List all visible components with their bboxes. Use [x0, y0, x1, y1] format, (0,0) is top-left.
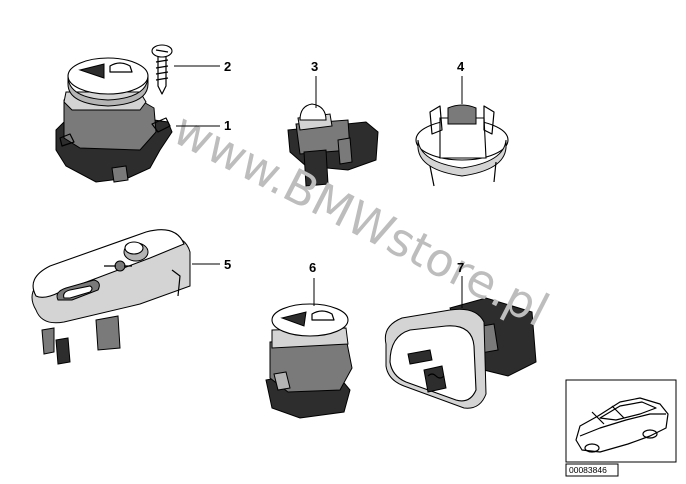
part-4-bulb-holder — [415, 104, 509, 187]
callout-1: 1 — [224, 118, 231, 133]
part-7-seat-heating-switch — [384, 297, 537, 409]
callout-5: 5 — [224, 257, 231, 272]
part-3-push-switch — [287, 103, 379, 187]
part-1-rotary-switch — [55, 57, 173, 183]
callout-3: 3 — [311, 59, 318, 74]
callout-6: 6 — [309, 260, 316, 275]
part-5-switch-bezel — [31, 229, 191, 365]
car-icon — [575, 397, 669, 453]
car-thumbnail: 00083846 — [565, 379, 677, 477]
callout-7: 7 — [457, 260, 464, 275]
part-6-small-rotary-switch — [265, 303, 353, 419]
callout-2: 2 — [224, 59, 231, 74]
part-2-screw — [151, 44, 173, 95]
callout-numbers: 1 2 3 4 5 6 7 — [224, 59, 465, 275]
callout-4: 4 — [457, 59, 465, 74]
drawing-code: 00083846 — [569, 465, 607, 475]
leader-lines — [174, 65, 463, 308]
